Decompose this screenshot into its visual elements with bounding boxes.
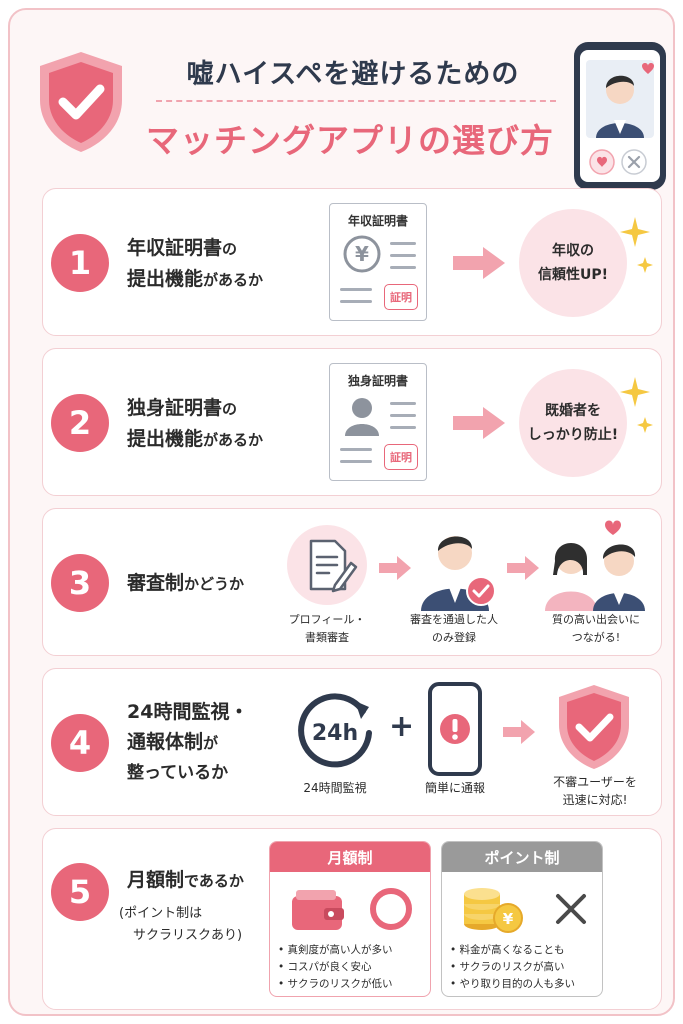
- shield-check-icon: [559, 685, 629, 769]
- item-number: 4: [51, 714, 109, 772]
- document-review-icon: [287, 525, 367, 605]
- arrow-right-icon: [453, 407, 505, 439]
- coins-icon: ¥: [464, 888, 523, 933]
- step-caption: プロフィール・書類審査: [288, 613, 366, 644]
- arrow-right-icon: [503, 720, 535, 744]
- svg-text:¥: ¥: [355, 242, 369, 266]
- approved-user-icon: [421, 536, 496, 611]
- card-item-5: 5 月額制であるか (ポイント制は サクラリスクあり) 月額制 • 真剣度が高い…: [42, 828, 662, 1010]
- item-question: 24時間監視・ 通報体制が 整っているか: [127, 701, 249, 783]
- title-divider: [156, 100, 556, 102]
- arrow-right-icon: [379, 556, 411, 580]
- smartphone-profile-icon: [574, 42, 666, 190]
- stamp-label: 証明: [384, 284, 418, 310]
- item-number: 3: [51, 554, 109, 612]
- single-certificate-doc: 独身証明書 証明: [329, 363, 427, 481]
- yen-coin-icon: ¥: [343, 235, 381, 273]
- stamp-label: 証明: [384, 444, 418, 470]
- card-item-4: 4 24時間監視・ 通報体制が 整っているか 24h 24時間監視 + 簡単に通…: [42, 668, 662, 816]
- clock-24h-icon: 24h: [298, 693, 372, 768]
- result-bubble: 年収の信頼性UP!: [519, 209, 627, 317]
- plan-points-based: ポイント制 ¥ • 料金が高くなることも • サクラのリスクが高い • やり取り…: [441, 841, 603, 997]
- step-caption: 審査を通過した人のみ登録: [410, 613, 498, 644]
- sparkle-icon: [620, 377, 653, 433]
- item-question: 独身証明書の 提出機能があるか: [127, 397, 264, 450]
- plan-monthly: 月額制 • 真剣度が高い人が多い • コスパが良く安心 • サクラのリスクが低い: [269, 841, 431, 997]
- result-bubble: 既婚者をしっかり防止!: [519, 369, 627, 477]
- result-caption: 不審ユーザーを迅速に対応!: [553, 775, 637, 807]
- item-note: (ポイント制は サクラリスクあり): [119, 906, 243, 943]
- card-item-1: 1 年収証明書の 提出機能があるか 年収証明書 ¥ 証明 年収の信頼性UP!: [42, 188, 662, 336]
- cross-ng-icon: [556, 894, 586, 924]
- person-icon: [345, 398, 379, 436]
- card-item-2: 2 独身証明書の 提出機能があるか 独身証明書 証明 既婚者をしっかり防止!: [42, 348, 662, 496]
- shield-check-icon: [40, 52, 122, 152]
- step-caption: 質の高い出会いにつながる!: [552, 613, 640, 644]
- item-question: 年収証明書の 提出機能があるか: [127, 237, 264, 290]
- report-caption: 簡単に通報: [424, 781, 485, 795]
- plan-name: ポイント制: [442, 842, 602, 872]
- plan-points: • 料金が高くなることも • サクラのリスクが高い • やり取り目的の人も多い: [450, 944, 576, 990]
- circle-ok-icon: [370, 888, 412, 930]
- plus-sign: +: [389, 709, 415, 744]
- plan-points: • 真剣度が高い人が多い • コスパが良く安心 • サクラのリスクが低い: [278, 944, 393, 990]
- arrow-right-icon: [507, 556, 539, 580]
- income-certificate-doc: 年収証明書 ¥ 証明: [329, 203, 427, 321]
- item-number: 2: [51, 394, 109, 452]
- clock-caption: 24時間監視: [303, 781, 367, 795]
- couple-icon: [545, 520, 645, 611]
- title-line1: 嘘ハイスペを避けるための: [186, 59, 520, 90]
- item-number: 1: [51, 234, 109, 292]
- sparkle-icon: [620, 217, 653, 273]
- svg-text:24h: 24h: [312, 721, 358, 746]
- svg-text:¥: ¥: [503, 910, 514, 928]
- card-item-3: 3 審査制かどうか プロフィール・書類審査 審査を通過した人のみ登録: [42, 508, 662, 656]
- item-number: 5: [51, 863, 109, 921]
- infographic-page: 嘘ハイスペを避けるための マッチングアプリの選び方 1 年収証明書の 提出機能が…: [8, 8, 675, 1016]
- report-phone-icon: [428, 682, 482, 776]
- plan-name: 月額制: [270, 842, 430, 872]
- wallet-icon: [292, 890, 344, 930]
- item-question: 審査制かどうか: [127, 572, 245, 594]
- item-question: 月額制であるか: [127, 869, 244, 891]
- arrow-right-icon: [453, 247, 505, 279]
- title-line2: マッチングアプリの選び方: [146, 121, 554, 160]
